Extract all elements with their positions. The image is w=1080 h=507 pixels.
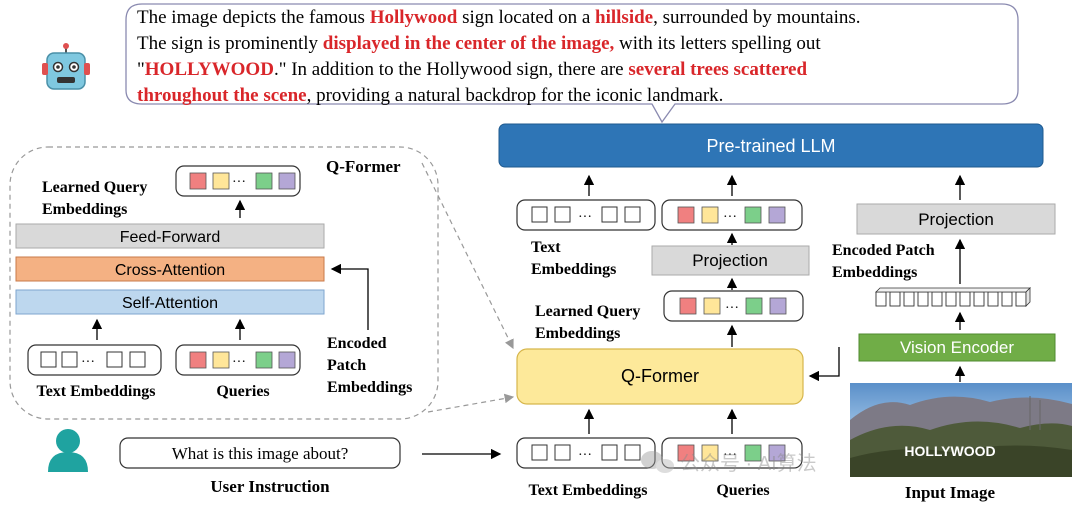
svg-text:···: ··· bbox=[578, 448, 592, 463]
token-purple bbox=[278, 172, 296, 190]
speech-line-3: "HOLLYWOOD." In addition to the Hollywoo… bbox=[137, 59, 812, 80]
robot-icon bbox=[42, 43, 90, 90]
text-embeddings-tokens-bottom bbox=[516, 437, 656, 469]
svg-text:The image depicts the famous H: The image depicts the famous Hollywood s… bbox=[137, 7, 865, 106]
user-instruction-box bbox=[119, 437, 401, 469]
speech-seg-red: displayed in the center of the image, bbox=[323, 33, 615, 54]
speech-seg-red: hillside bbox=[595, 7, 653, 28]
user-icon bbox=[48, 429, 88, 472]
text-embeddings-tokens-left bbox=[27, 344, 162, 376]
hollywood-sign-text: HOLLYWOOD bbox=[904, 443, 995, 459]
svg-text:···: ··· bbox=[725, 301, 739, 316]
queries-tokens-bottom bbox=[661, 437, 803, 469]
token-ellipsis: ··· bbox=[232, 175, 246, 190]
speech-line-2: The sign is prominently displayed in the… bbox=[137, 33, 825, 54]
qformer-detail-panel: Q-Former Learned Query Embeddings ··· Fe… bbox=[9, 146, 439, 420]
user-instruction-text: What is this image about? bbox=[172, 444, 349, 463]
watermark-text: 公众号 · AI算法 bbox=[680, 452, 817, 475]
text-embeddings-label-bottom: Text Embeddings bbox=[529, 482, 648, 499]
speech-seg-red: Hollywood bbox=[370, 7, 458, 28]
pretrained-llm-block bbox=[498, 123, 1044, 168]
user-instruction-label: User Instruction bbox=[210, 477, 330, 496]
projection-block-2 bbox=[856, 203, 1056, 235]
encoded-patch-label-right: Encoded Patch Embeddings bbox=[832, 242, 939, 281]
speech-line-1: The image depicts the famous Hollywood s… bbox=[137, 7, 865, 28]
speech-seg: The sign is prominently bbox=[137, 33, 323, 54]
learned-query-tokens-right bbox=[663, 290, 804, 322]
feed-forward-block bbox=[15, 223, 325, 249]
projection-block-1 bbox=[651, 245, 810, 276]
speech-seg-red: several trees scattered bbox=[628, 59, 807, 80]
text-embeddings-tokens-top bbox=[516, 199, 656, 231]
encoded-patch-cubes bbox=[875, 287, 1031, 307]
qformer-label: Q-Former bbox=[621, 366, 699, 386]
watermark: 公众号 · AI算法 bbox=[641, 451, 817, 475]
cross-attention-label: Cross-Attention bbox=[115, 262, 225, 279]
vision-encoder-label: Vision Encoder bbox=[900, 338, 1014, 357]
wechat-icon bbox=[641, 451, 674, 473]
feed-forward-label: Feed-Forward bbox=[120, 229, 220, 246]
queries-label-bottom: Queries bbox=[716, 482, 769, 499]
input-image: HOLLYWOOD bbox=[850, 383, 1072, 477]
zoom-connector-top bbox=[421, 162, 514, 350]
query-tokens-top bbox=[661, 199, 803, 231]
speech-line-4: throughout the scene, providing a natura… bbox=[137, 85, 723, 106]
speech-seg: with its letters spelling out bbox=[614, 33, 821, 54]
speech-seg: The image depicts the famous bbox=[137, 7, 370, 28]
speech-seg: " bbox=[137, 59, 145, 80]
token-green bbox=[255, 172, 273, 190]
projection-label-2: Projection bbox=[918, 210, 994, 229]
speech-seg: , surrounded by mountains. bbox=[653, 7, 860, 28]
cross-attention-block bbox=[15, 256, 325, 282]
speech-seg-red: throughout the scene bbox=[137, 85, 307, 106]
qformer-panel-title: Q-Former bbox=[326, 157, 401, 176]
svg-text:···: ··· bbox=[232, 355, 246, 370]
learned-query-label-right: Learned Query Embeddings bbox=[535, 303, 644, 342]
svg-text:···: ··· bbox=[723, 210, 737, 225]
queries-label-left: Queries bbox=[216, 383, 269, 400]
self-attention-label: Self-Attention bbox=[122, 295, 218, 312]
speech-seg: , providing a natural backdrop for the i… bbox=[307, 85, 724, 106]
speech-bubble: The image depicts the famous Hollywood s… bbox=[125, 3, 1019, 124]
encoded-patch-label-left: Encoded Patch Embeddings bbox=[327, 335, 412, 396]
svg-text:···: ··· bbox=[81, 355, 95, 370]
svg-text:···: ··· bbox=[578, 210, 592, 225]
speech-seg: sign located on a bbox=[457, 7, 595, 28]
pretrained-llm-label: Pre-trained LLM bbox=[706, 136, 835, 156]
vision-encoder-block bbox=[858, 333, 1056, 362]
zoom-connector-bottom bbox=[427, 393, 515, 413]
text-embeddings-label-top: Text Embeddings bbox=[531, 239, 616, 278]
svg-text:···: ··· bbox=[723, 448, 737, 463]
input-image-label: Input Image bbox=[905, 483, 996, 502]
speech-seg-red: HOLLYWOOD bbox=[145, 59, 274, 80]
qformer-block bbox=[516, 348, 804, 405]
speech-seg: ." In addition to the Hollywood sign, th… bbox=[274, 59, 628, 80]
self-attention-block bbox=[15, 289, 325, 315]
text-embeddings-label-left: Text Embeddings bbox=[37, 383, 156, 400]
token-yellow bbox=[212, 172, 230, 190]
pipeline: Pre-trained LLM ··· Text Embeddings ··· … bbox=[498, 123, 1072, 502]
token-red bbox=[189, 172, 207, 190]
projection-label-1: Projection bbox=[692, 251, 768, 270]
learned-query-label: Learned Query Embeddings bbox=[42, 179, 151, 218]
